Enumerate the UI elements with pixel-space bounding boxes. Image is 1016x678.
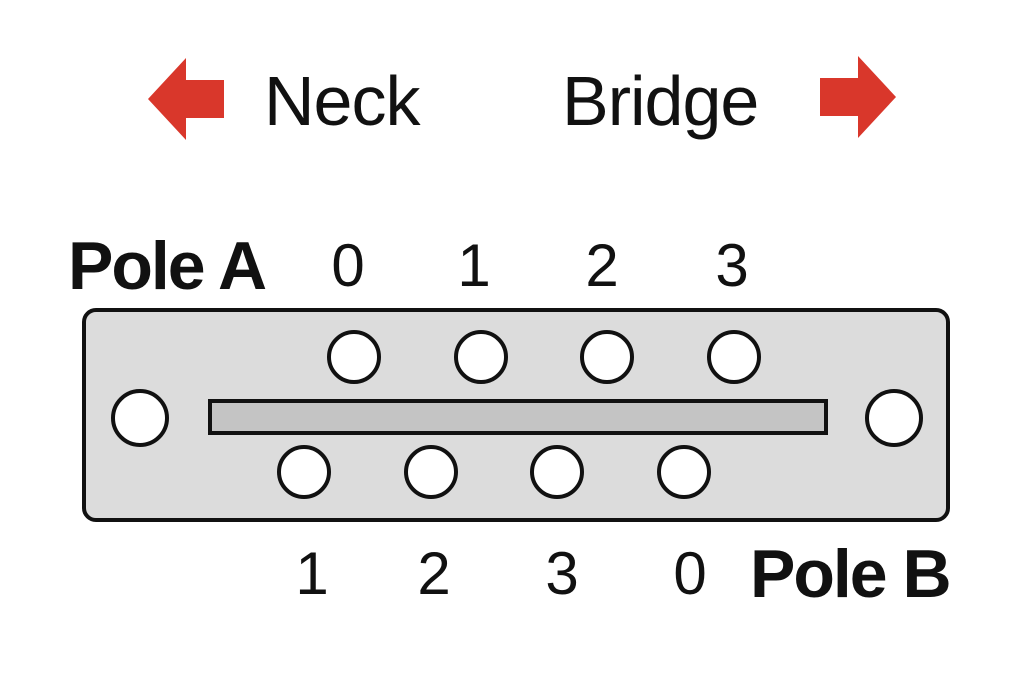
pole-a-lug bbox=[327, 330, 381, 384]
pole-b-lug bbox=[530, 445, 584, 499]
pole-b-position-label: 2 bbox=[417, 540, 451, 607]
mounting-hole-left bbox=[111, 389, 169, 447]
lever-slot bbox=[208, 399, 828, 435]
pole-b-lug bbox=[277, 445, 331, 499]
pole-a-position-label: 0 bbox=[331, 232, 365, 299]
neck-arrow-icon bbox=[148, 58, 224, 140]
pole-b-label: Pole B bbox=[750, 536, 952, 612]
pole-b-lug bbox=[657, 445, 711, 499]
mounting-hole-right bbox=[865, 389, 923, 447]
pole-a-lug bbox=[454, 330, 508, 384]
pole-b-lug bbox=[404, 445, 458, 499]
pole-a-label: Pole A bbox=[68, 228, 267, 304]
pole-b-position-label: 1 bbox=[295, 540, 329, 607]
pole-a-position-label: 1 bbox=[457, 232, 491, 299]
neck-label: Neck bbox=[264, 62, 420, 140]
bridge-label: Bridge bbox=[562, 62, 759, 140]
pole-a-lug bbox=[707, 330, 761, 384]
pole-a-position-label: 2 bbox=[585, 232, 619, 299]
pole-b-position-label: 0 bbox=[673, 540, 707, 607]
pole-a-lug bbox=[580, 330, 634, 384]
bridge-arrow-icon bbox=[820, 56, 896, 138]
pole-b-position-label: 3 bbox=[545, 540, 579, 607]
pole-a-position-label: 3 bbox=[715, 232, 749, 299]
